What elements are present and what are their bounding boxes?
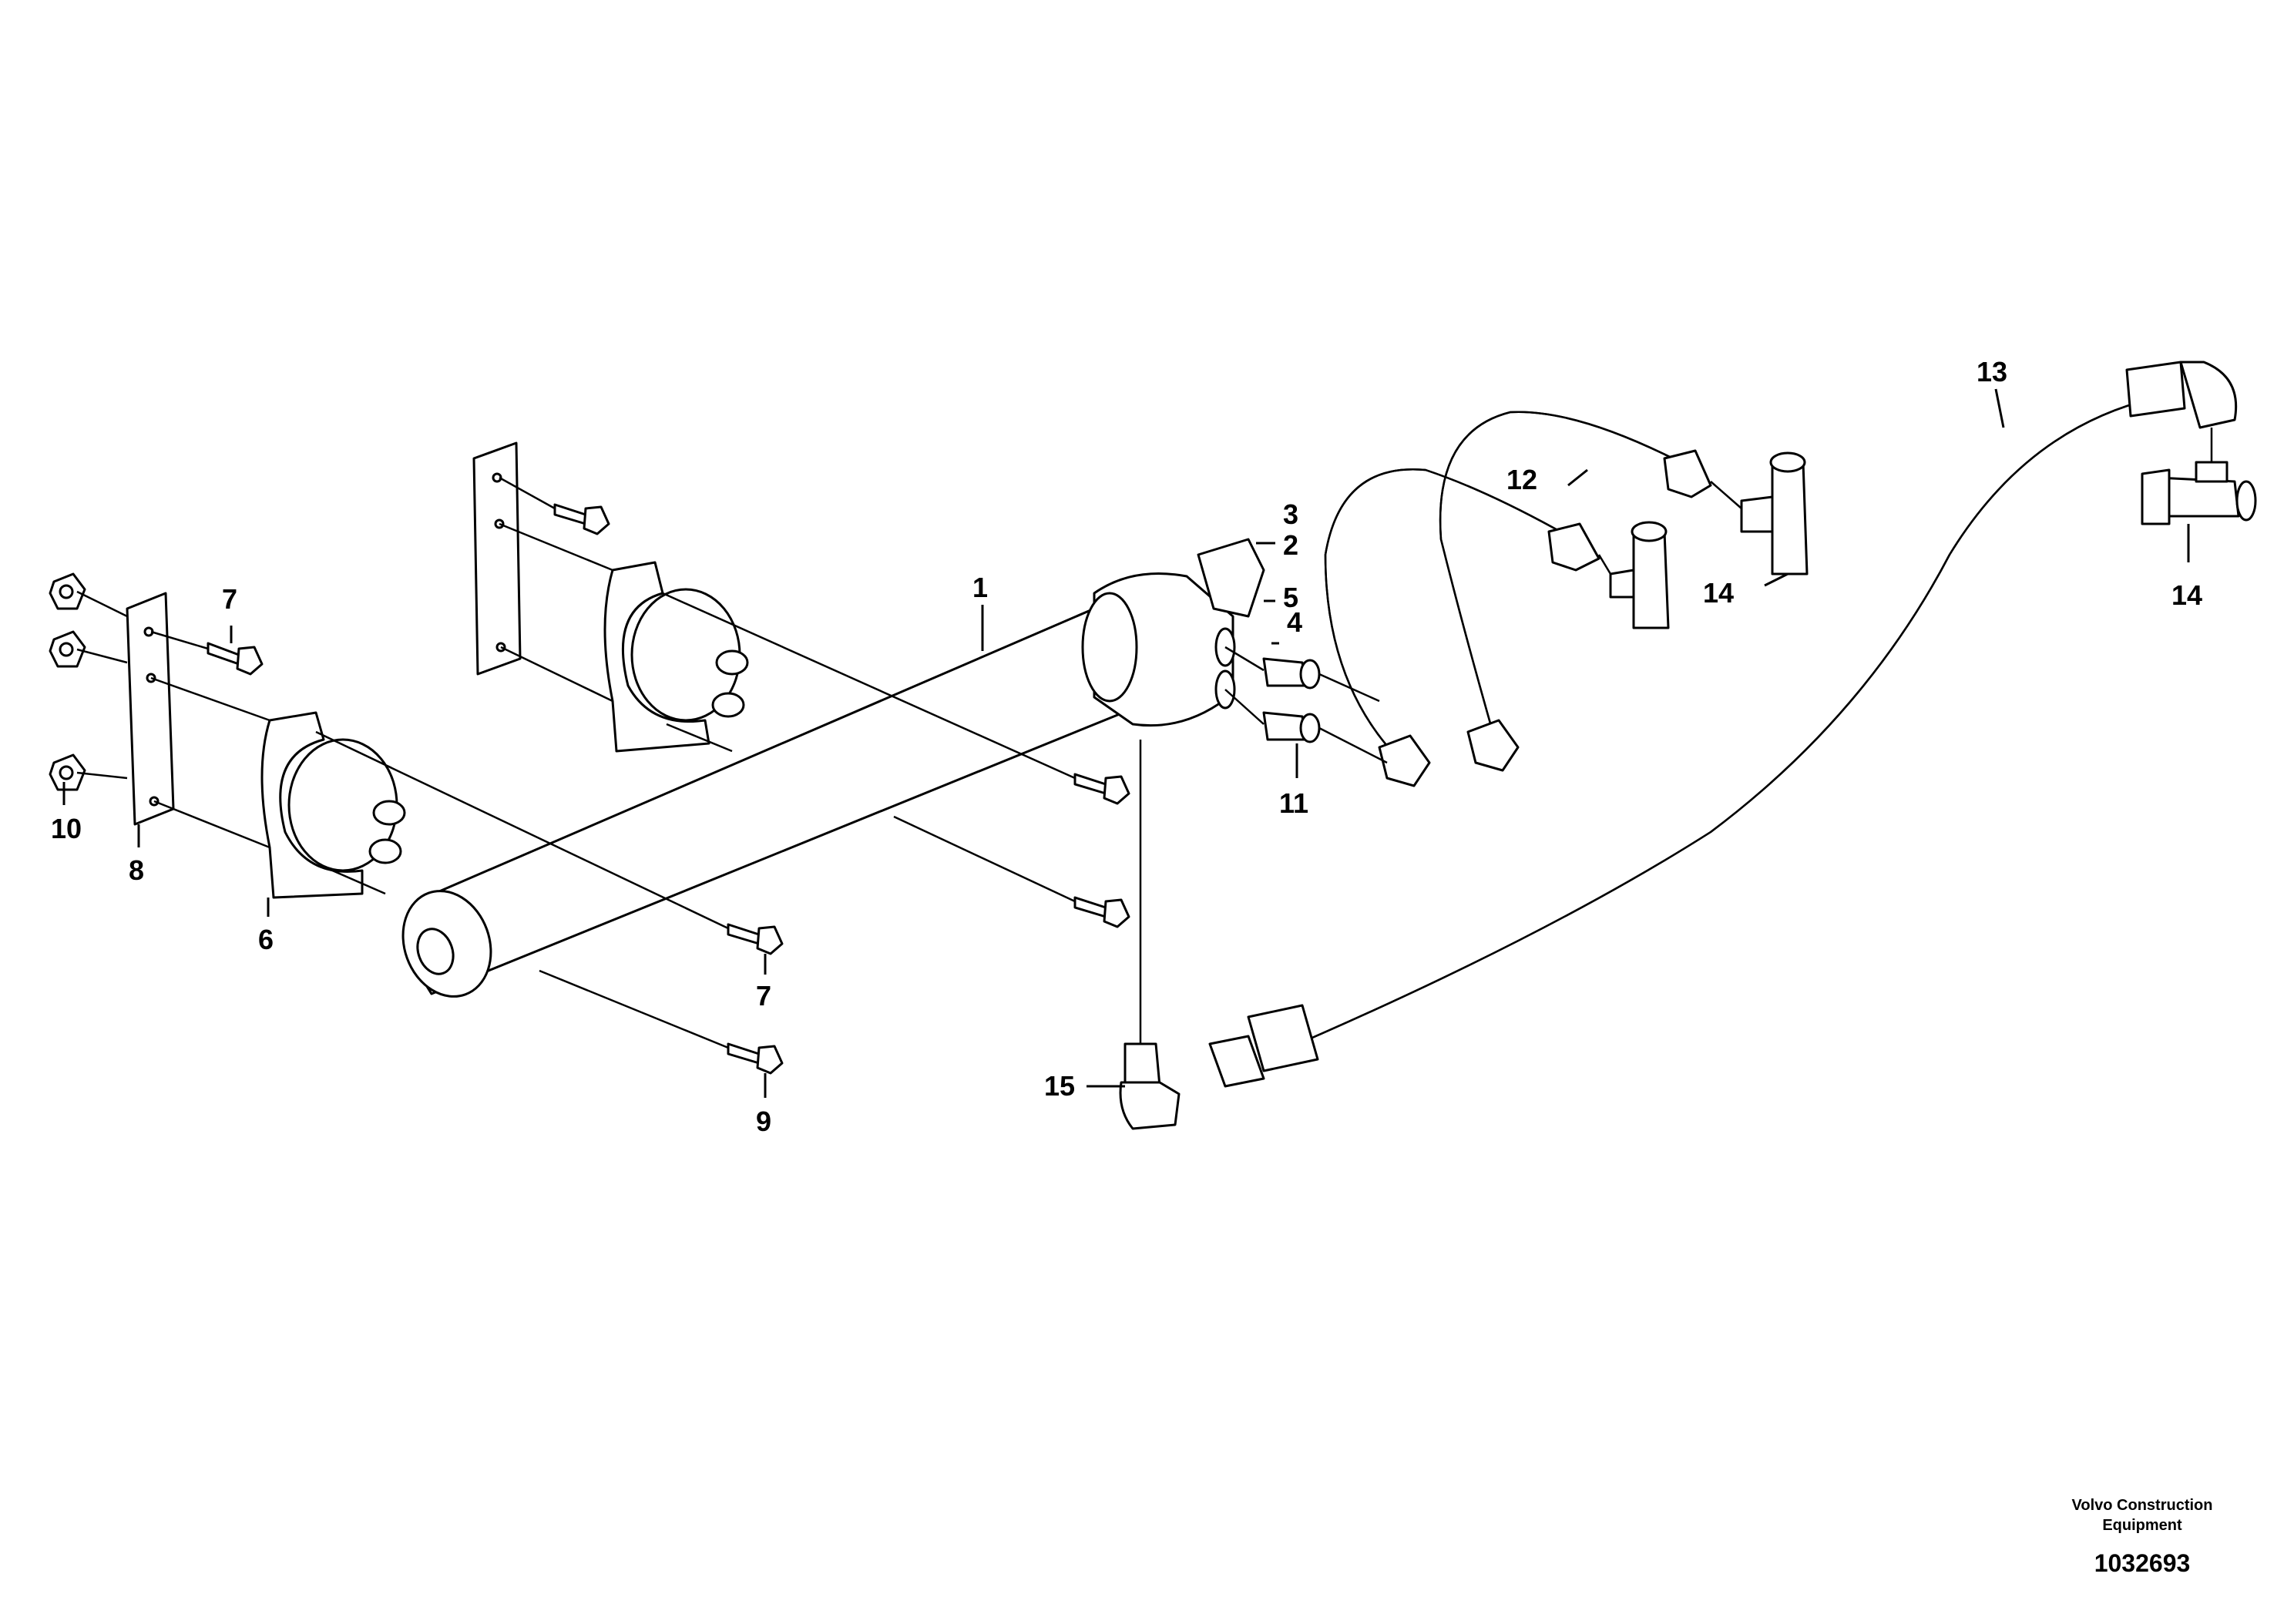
mounting-plate-front — [126, 592, 175, 826]
cylinder — [401, 538, 1265, 998]
pipe-clamp-front — [260, 711, 406, 899]
callout-12: 12 — [1506, 464, 1537, 495]
callout-14-left: 14 — [1703, 577, 1734, 609]
callout-15: 15 — [1044, 1070, 1075, 1102]
screws — [207, 503, 1130, 1075]
assembly-lines — [76, 428, 2213, 1049]
screw-center-1 — [1073, 773, 1130, 805]
pipe-clamp-rear — [603, 561, 749, 753]
screw-rear-top — [553, 503, 610, 535]
screw-7-bottom — [727, 923, 784, 955]
callout-10: 10 — [51, 813, 82, 844]
adapters — [1262, 657, 1321, 743]
screw-7-top — [207, 642, 264, 676]
screw-center-2 — [1073, 896, 1130, 928]
callout-9: 9 — [756, 1106, 771, 1137]
mounting-plate-rear — [472, 441, 522, 676]
callout-7-top: 7 — [222, 583, 237, 615]
callout-1: 1 — [972, 572, 988, 603]
callout-8: 8 — [129, 854, 144, 886]
callout-5: 5 — [1283, 582, 1298, 613]
long-hose-13 — [1208, 361, 2238, 1088]
drawing-number: 1032693 — [2094, 1549, 2191, 1577]
callout-14-right: 14 — [2171, 579, 2202, 611]
callout-2: 2 — [1283, 529, 1298, 561]
tee-fittings — [1609, 451, 2257, 629]
footer-block: Volvo Construction Equipment 1032693 — [2072, 1497, 2213, 1577]
screw-9 — [727, 1042, 784, 1075]
hose-assembly-12 — [1324, 411, 1712, 787]
callout-3: 3 — [1283, 498, 1298, 530]
callout-4: 4 — [1287, 606, 1302, 638]
brand-line-2: Equipment — [2102, 1517, 2182, 1534]
elbow-15 — [1119, 1042, 1181, 1130]
callout-labels: 1 2 3 4 5 6 7 7 8 9 10 11 12 13 14 14 15 — [51, 356, 2202, 1137]
callout-6: 6 — [258, 924, 274, 955]
callout-11: 11 — [1279, 787, 1308, 819]
brand-line-1: Volvo Construction — [2072, 1497, 2213, 1514]
nuts — [49, 572, 86, 791]
callout-7-bottom: 7 — [756, 980, 771, 1012]
callout-13: 13 — [1977, 356, 2007, 388]
callout-leaders — [62, 388, 2190, 1098]
